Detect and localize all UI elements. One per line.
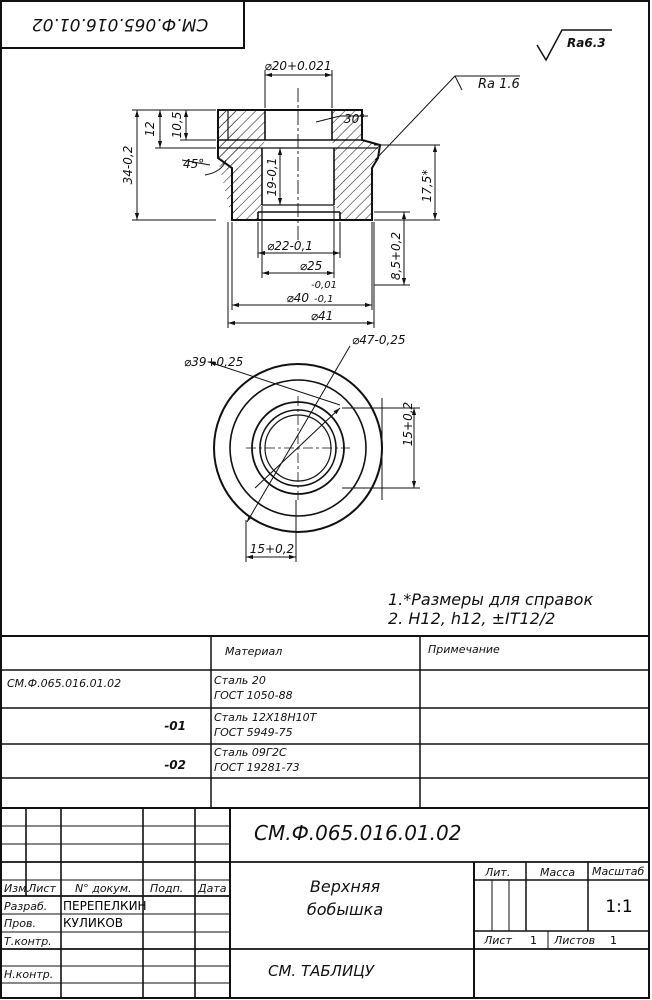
prov-name: КУЛИКОВ <box>63 916 123 930</box>
table-header-material: Материал <box>225 645 282 658</box>
dim-a30: 30° <box>344 112 365 126</box>
col-data: Дата <box>197 882 227 895</box>
dim-h85: 8,5+0,2 <box>389 232 403 280</box>
table-row-mat2: ГОСТ 19281-73 <box>214 761 300 774</box>
prov-label: Пров. <box>4 917 36 930</box>
dim-d40: ⌀40 <box>287 291 310 305</box>
title-designation: СМ.Ф.065.016.01.02 <box>254 821 461 845</box>
table-row-mat1: Сталь 12Х18Н10Т <box>214 711 318 724</box>
dim-d20: ⌀20+0.021 <box>265 59 332 73</box>
dim-d39: ⌀39+0,25 <box>184 355 243 369</box>
nkontr-label: Н.контр. <box>4 968 53 981</box>
table-row-mat1: Сталь 09Г2С <box>214 746 287 759</box>
dim-h34: 34-0,2 <box>121 146 135 185</box>
dim-d25: ⌀25 <box>300 259 323 273</box>
col-izm: Изм. <box>4 882 30 895</box>
table-row-code: СМ.Ф.065.016.01.02 <box>7 677 121 690</box>
col-docnum: N° докум. <box>75 882 132 895</box>
material-table <box>1 635 650 809</box>
title-name-line1: Верхняя <box>310 877 381 896</box>
massa-label: Масса <box>540 866 575 879</box>
lit-label: Лит. <box>484 866 510 879</box>
table-row-variant: -02 <box>164 758 186 772</box>
title-name-line2: бобышка <box>307 900 383 919</box>
rotated-stamp-code: СМ.Ф.065.016.01.02 <box>32 14 208 34</box>
col-podp: Подп. <box>150 882 183 895</box>
sheets-value: 1 <box>610 934 617 947</box>
dim-h105: 10,5 <box>170 112 184 139</box>
note-2: 2. H12, h12, ±IT12/2 <box>388 609 555 628</box>
scale-value: 1:1 <box>605 897 632 917</box>
razrab-label: Разраб. <box>4 900 47 913</box>
roughness-general-label: Ra6.3 <box>567 36 606 50</box>
dim-w15-right: 15+0,2 <box>401 402 415 446</box>
dim-h19: 19-0,1 <box>265 158 279 197</box>
dim-w15-bottom: 15+0,2 <box>250 542 294 556</box>
table-header-note: Примечание <box>428 643 500 656</box>
dim-d40-tol: -0,1 <box>314 294 334 305</box>
sheet-value: 1 <box>530 934 537 947</box>
scale-label: Масштаб <box>592 865 644 878</box>
dim-d25-tol: -0,01 <box>311 280 337 291</box>
dim-d22: ⌀22-0,1 <box>267 239 313 253</box>
sheets-label: Листов <box>553 934 595 947</box>
sheet-label: Лист <box>483 934 512 947</box>
title-block <box>1 808 650 998</box>
table-row-mat2: ГОСТ 1050-88 <box>214 689 293 702</box>
col-list: Лист <box>27 882 56 895</box>
top-view <box>208 345 420 562</box>
title-material: СМ. ТАБЛИЦУ <box>268 962 375 980</box>
dim-h12: 12 <box>143 121 157 136</box>
razrab-name: ПЕРЕПЕЛКИН <box>63 899 147 913</box>
dim-d47: ⌀47-0,25 <box>352 333 406 347</box>
table-row-variant: -01 <box>164 719 186 733</box>
dim-a45: 45° <box>183 157 204 171</box>
rotated-stamp: СМ.Ф.065.016.01.02 <box>1 1 245 49</box>
roughness-general: Ra6.3 <box>536 29 612 62</box>
section-view <box>217 88 382 240</box>
table-row-mat2: ГОСТ 5949-75 <box>214 726 293 739</box>
section-dimensions <box>132 70 520 328</box>
table-row-mat1: Сталь 20 <box>214 674 266 687</box>
note-1: 1.*Размеры для справок <box>388 590 593 609</box>
dim-h175: 17,5* <box>420 170 434 203</box>
tkontr-label: Т.контр. <box>4 935 52 948</box>
dim-ra16: Ra 1.6 <box>478 77 520 92</box>
dim-d41: ⌀41 <box>311 309 334 323</box>
